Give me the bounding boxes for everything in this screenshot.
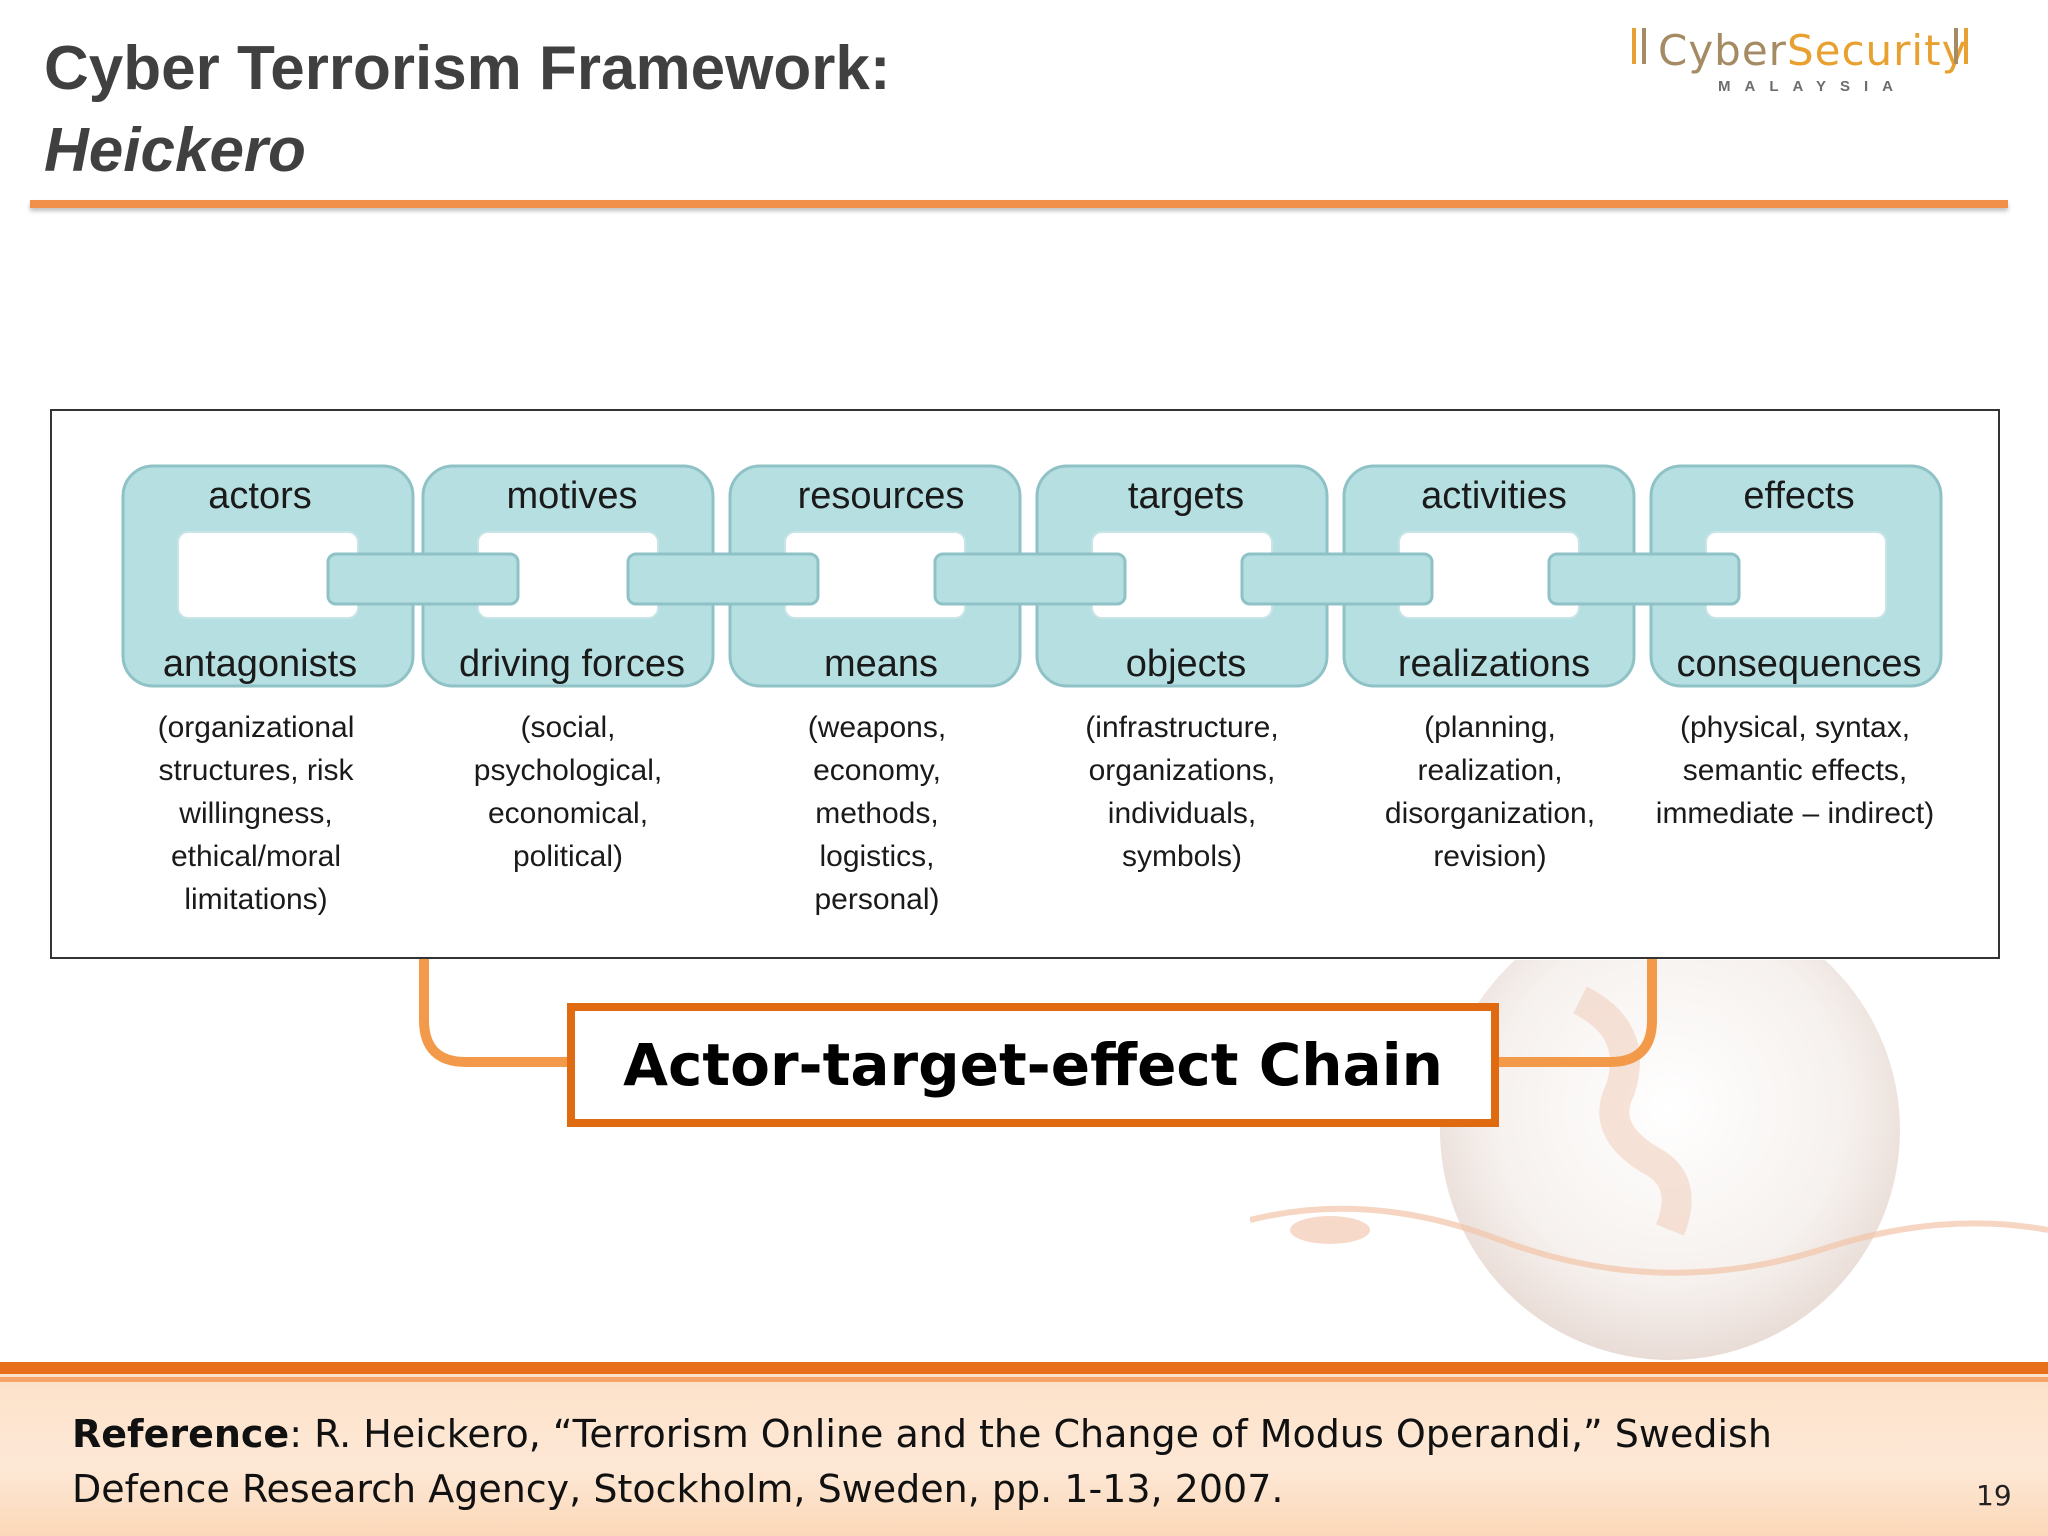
- link-description: personal): [814, 883, 939, 916]
- connector-left: [419, 955, 567, 1067]
- reference-label: Reference: [72, 1412, 290, 1456]
- link-description: political): [513, 840, 623, 873]
- link-description: (infrastructure,: [1085, 711, 1278, 744]
- footer-rule: [0, 1362, 2048, 1374]
- link-description: limitations): [184, 883, 327, 916]
- page-number: 19: [1976, 1479, 2012, 1512]
- title-line-2: Heickero: [44, 116, 306, 185]
- link-description: symbols): [1122, 840, 1242, 873]
- mouse-icon: [1290, 1216, 1370, 1244]
- footer-band: [0, 1365, 2048, 1536]
- link-description: (physical, syntax,: [1680, 711, 1910, 744]
- globe-continent-shape: [1572, 986, 1692, 1236]
- cybersecurity-malaysia-logo: CyberSecurity MALAYSIA: [1628, 22, 1978, 95]
- link-description: disorganization,: [1385, 797, 1595, 830]
- link-bottom-label: antagonists: [163, 643, 357, 685]
- chain-connector-bar: [933, 552, 1127, 606]
- link-bottom-label: driving forces: [459, 643, 685, 685]
- cable-icon: [1250, 1205, 2048, 1276]
- link-description: (social,: [520, 711, 615, 744]
- link-top-label: actors: [208, 475, 311, 517]
- link-top-label: effects: [1743, 475, 1854, 517]
- link-description: economical,: [488, 797, 648, 830]
- footer-rule-light: [0, 1377, 2048, 1382]
- link-description: structures, risk: [158, 754, 354, 787]
- link-bottom-label: consequences: [1676, 643, 1921, 685]
- link-description: logistics,: [819, 840, 934, 873]
- connector-right: [1499, 955, 1657, 1067]
- link-description: ethical/moral: [171, 840, 341, 873]
- logo-wordmark: CyberSecurity: [1658, 26, 1968, 75]
- reference-text: Reference: R. Heickero, “Terrorism Onlin…: [72, 1407, 1912, 1517]
- link-description: economy,: [813, 754, 941, 787]
- link-description: (planning,: [1424, 711, 1556, 744]
- logo-bar-icon: [1632, 28, 1636, 64]
- link-description: immediate – indirect): [1656, 797, 1934, 830]
- link-bottom-label: means: [824, 643, 938, 685]
- link-description: (weapons,: [808, 711, 946, 744]
- link-description: (organizational: [158, 711, 355, 744]
- reference-citation: : R. Heickero, “Terrorism Online and the…: [72, 1412, 1772, 1511]
- link-description: individuals,: [1108, 797, 1256, 830]
- link-description: revision): [1433, 840, 1546, 873]
- chain-connector-bar: [1547, 552, 1741, 606]
- title-underline: [30, 200, 2008, 208]
- link-description: psychological,: [474, 754, 662, 787]
- logo-bar-icon: [1954, 28, 1958, 64]
- link-bottom-label: objects: [1126, 643, 1246, 685]
- link-description: organizations,: [1089, 754, 1276, 787]
- framework-diagram: actors antagonists (organizational structur…: [50, 409, 2000, 959]
- link-description: realization,: [1417, 754, 1562, 787]
- link-top-label: targets: [1128, 475, 1244, 517]
- slide-title: Cyber Terrorism Framework: Heickero: [44, 28, 890, 192]
- chain-connector-bar: [326, 552, 520, 606]
- title-line-1: Cyber Terrorism Framework:: [44, 34, 891, 103]
- logo-bar-icon: [1964, 28, 1968, 64]
- link-bottom-label: realizations: [1398, 643, 1590, 685]
- link-top-label: activities: [1421, 475, 1567, 517]
- chain-label: Actor-target-effect Chain: [567, 1003, 1499, 1127]
- logo-country: MALAYSIA: [1718, 78, 1907, 95]
- link-top-label: resources: [798, 475, 965, 517]
- chain-connector-bar: [626, 552, 820, 606]
- chain-diagram: actors antagonists (organizational structur…: [121, 464, 1943, 916]
- link-description: willingness,: [178, 797, 332, 830]
- link-top-label: motives: [507, 475, 638, 517]
- chain-connector-bar: [1240, 552, 1434, 606]
- link-description: semantic effects,: [1683, 754, 1908, 787]
- logo-bar-icon: [1642, 28, 1646, 64]
- link-description: methods,: [815, 797, 938, 830]
